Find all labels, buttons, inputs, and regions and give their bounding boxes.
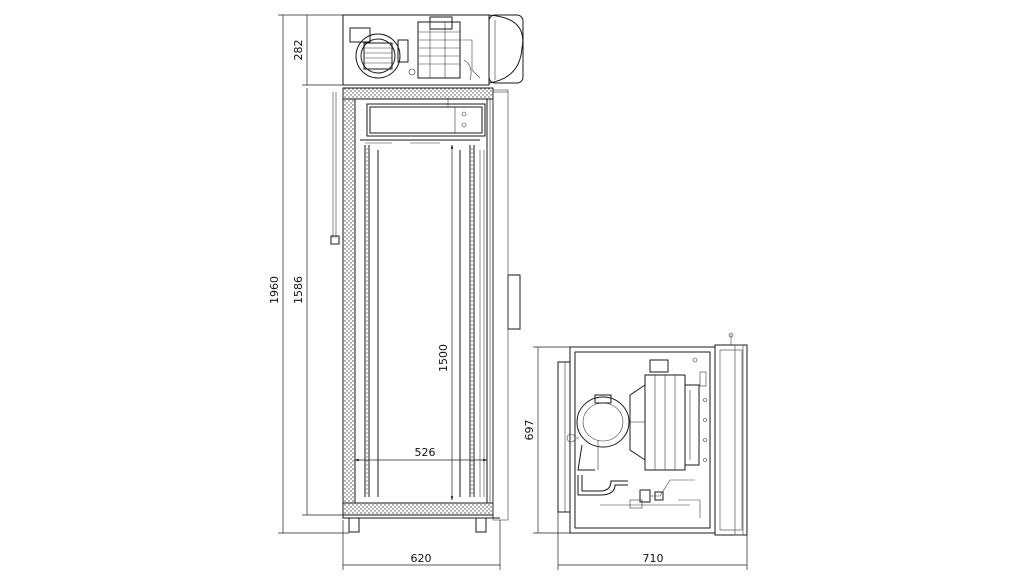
dim-overall-height: 1960 [268,14,349,534]
label-depth: 710 [643,552,664,565]
condenser-fan [349,27,409,79]
top-refrigeration-unit [342,14,524,86]
side-details [692,357,707,462]
side-fan [629,359,700,471]
dim-inner-width: 526 [354,446,488,462]
dim-cabinet-width: 620 [342,520,501,570]
insulation-top [342,87,494,100]
label-top-unit-height: 282 [292,40,305,61]
cabinet-feet [343,517,500,533]
label-side-height: 697 [523,420,536,441]
dim-shelf-height: 1500 [437,144,454,501]
side-compressor [566,394,630,471]
insulation-left [342,98,356,508]
evaporator-unit [360,98,486,144]
label-overall-height: 1960 [268,276,281,304]
label-interior-height: 1586 [292,276,305,304]
dim-side-height: 697 [523,346,570,534]
insulation-bottom [342,502,494,516]
thermometer-tube [330,92,340,245]
label-shelf-height: 1500 [437,344,450,372]
compressor-block [408,16,481,81]
label-cabinet-width: 620 [411,552,432,565]
side-piping [577,440,701,518]
dim-depth: 710 [557,512,748,570]
front-panel [714,332,748,536]
side-view: 697 710 [523,332,748,570]
dim-interior-height: 1586 [292,88,343,516]
front-view: 1960 282 1586 1500 526 620 [268,14,524,570]
dim-top-unit-height: 282 [292,15,343,86]
label-inner-width: 526 [415,446,436,459]
door-handle [507,274,521,330]
shelf-rails [364,145,485,497]
